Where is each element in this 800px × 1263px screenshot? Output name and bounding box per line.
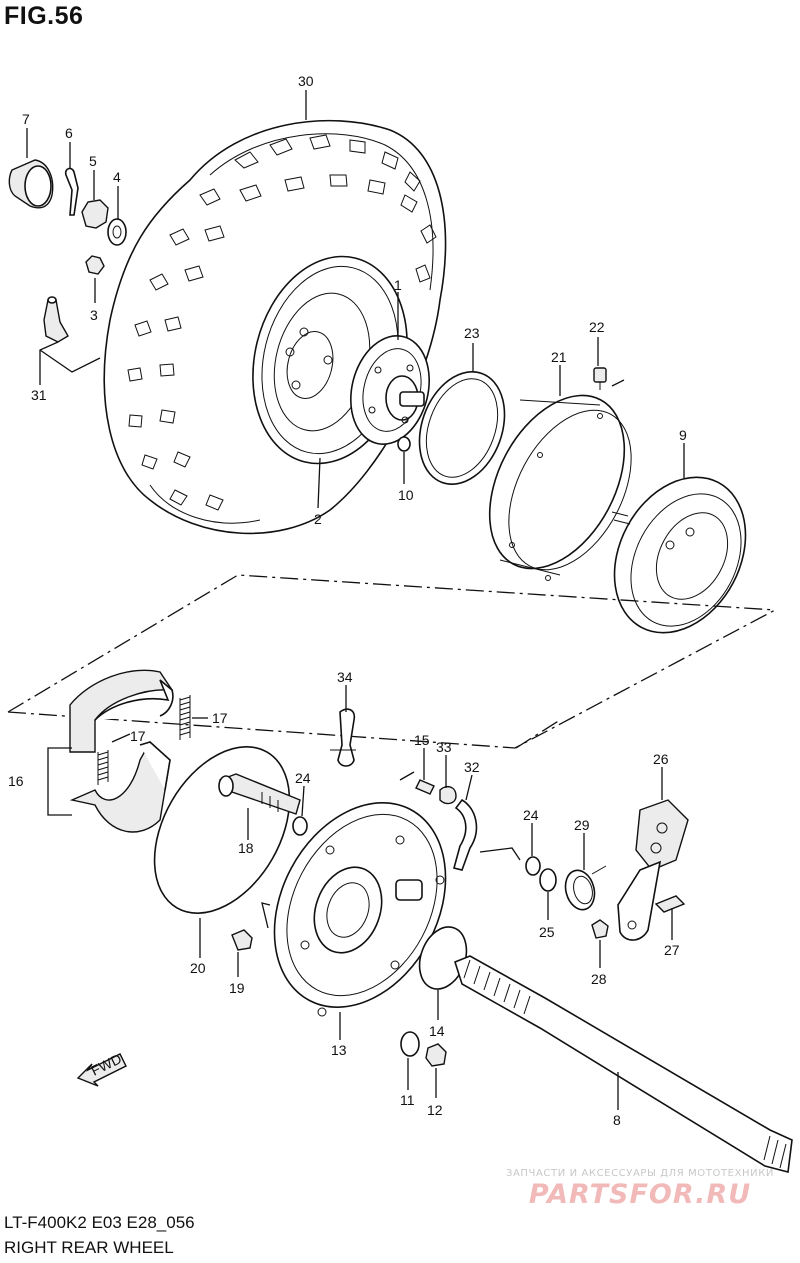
model-code: LT-F400K2 E03 E28_056: [4, 1213, 195, 1232]
callout-24b: 24: [523, 807, 539, 823]
washer-4: [107, 218, 127, 246]
callout-21: 21: [551, 349, 567, 365]
valve-stem: [43, 296, 69, 343]
callout-3: 3: [90, 307, 98, 323]
panel-bolt: [231, 929, 253, 951]
wheel-hub: [350, 335, 430, 445]
callout-24a: 24: [295, 770, 311, 786]
lever-bolt: [654, 895, 686, 913]
washer-24b: [525, 856, 541, 876]
washer-24a: [292, 816, 308, 836]
callout-27: 27: [664, 942, 680, 958]
o-ring: [397, 436, 411, 452]
clamp-33: [439, 785, 457, 805]
callout-20: 20: [190, 960, 206, 976]
callout-14: 14: [429, 1023, 445, 1039]
leader-lines: [26, 90, 685, 1110]
callout-16: 16: [8, 773, 24, 789]
callout-4: 4: [113, 169, 121, 185]
callout-13: 13: [331, 1042, 347, 1058]
callout-10: 10: [398, 487, 414, 503]
panel-washer: [400, 1031, 420, 1057]
callout-33: 33: [436, 739, 452, 755]
fwd-arrow: FWD: [76, 1050, 127, 1087]
figure-name: RIGHT REAR WHEEL: [4, 1238, 174, 1257]
callout-31: 31: [31, 387, 47, 403]
assembly-boundary: [7, 574, 776, 749]
callout-5: 5: [89, 153, 97, 169]
panel-nut: [425, 1043, 447, 1067]
callout-11: 11: [400, 1092, 415, 1108]
callout-1: 1: [394, 277, 402, 293]
hub-cap: [8, 159, 54, 209]
callout-28: 28: [591, 971, 607, 987]
bolt-22: [593, 367, 607, 390]
callout-6: 6: [65, 125, 73, 141]
breather-fitting: [330, 708, 356, 767]
o-ring-25: [539, 868, 557, 892]
brake-shoe-set: [69, 669, 174, 833]
callout-8: 8: [613, 1112, 621, 1128]
callout-labels: 30 1 2 3 4 5 6 7 31 10 23 21 22 9 34 17 …: [8, 73, 687, 1128]
lever-nut: [591, 919, 609, 939]
callout-23: 23: [464, 325, 480, 341]
callout-17a: 17: [212, 710, 228, 726]
brake-camshaft: [218, 773, 301, 815]
callout-22: 22: [589, 319, 605, 335]
figure-title: FIG.56: [4, 2, 84, 30]
brake-drum-cover: [488, 394, 632, 581]
brake-cam-lever: [617, 799, 689, 941]
callout-19: 19: [229, 980, 245, 996]
callout-9: 9: [679, 427, 687, 443]
return-spring: [564, 865, 607, 911]
callout-15: 15: [414, 732, 430, 748]
castle-nut: [81, 199, 109, 229]
seal-ring: [418, 371, 506, 485]
shoe-spring-lower: [97, 750, 109, 785]
callout-7: 7: [22, 111, 30, 127]
cotter-pin: [64, 167, 79, 216]
callout-18: 18: [238, 840, 254, 856]
hose-32: [453, 798, 478, 871]
callout-17b: 17: [130, 728, 146, 744]
callout-2: 2: [314, 511, 322, 527]
callout-12: 12: [427, 1102, 443, 1118]
callout-26: 26: [653, 751, 669, 767]
rear-axle: [454, 955, 793, 1174]
brake-panel: [273, 802, 447, 1017]
pin-15: [415, 779, 435, 795]
brake-drum: [611, 476, 747, 634]
shoe-spring-upper: [179, 695, 191, 740]
callout-32: 32: [464, 759, 480, 775]
callout-25: 25: [539, 924, 555, 940]
callout-29: 29: [574, 817, 590, 833]
callout-30: 30: [298, 73, 314, 89]
nut-3: [85, 255, 105, 275]
callout-34: 34: [337, 669, 353, 685]
